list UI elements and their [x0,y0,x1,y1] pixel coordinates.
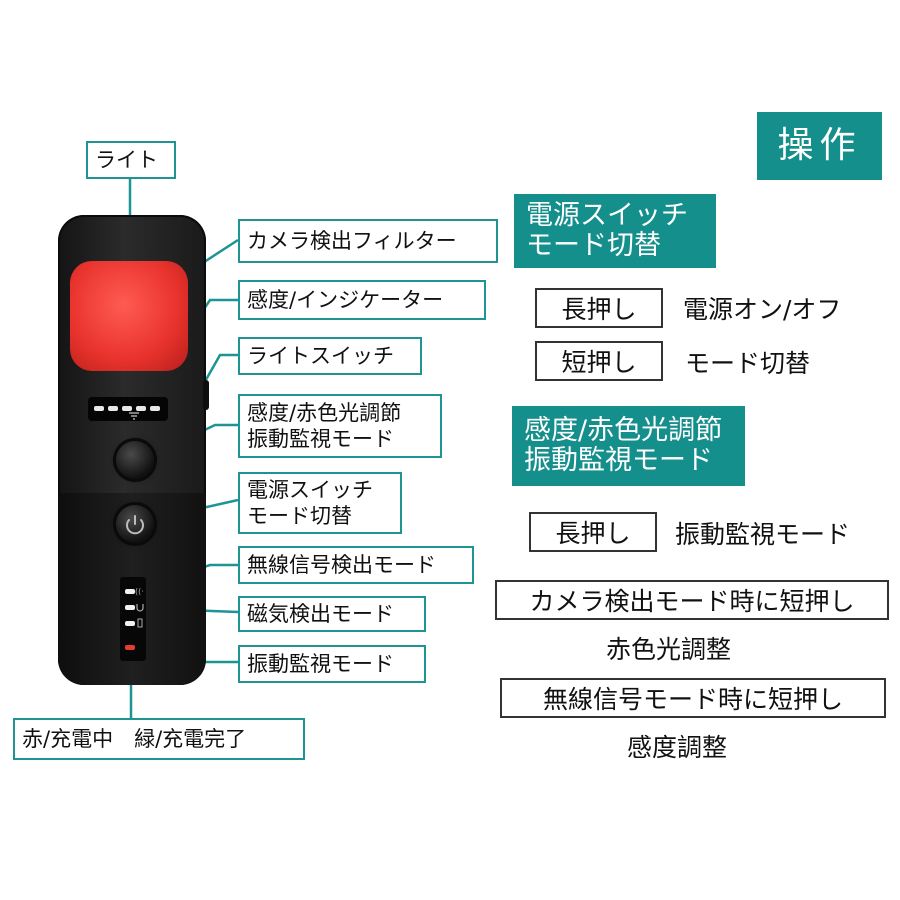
callout-light: ライト [86,141,176,179]
indicator-dot [94,406,104,411]
vibrate-led [125,621,135,626]
callout-vibrate: 振動監視モード [238,645,426,683]
callout-magnet: 磁気検出モード [238,596,426,632]
indicator-dot [122,406,132,411]
wireless-led [125,589,135,594]
magnet-icon [136,604,144,612]
callout-power: 電源スイッチモード切替 [238,472,402,534]
short-press-desc: モード切替 [685,349,811,378]
sensitivity-header: 感度/赤色光調節振動監視モード [512,406,745,486]
page-title: 操作 [757,112,882,180]
wireless-mode-desc: 感度調整 [627,733,728,762]
callout-sensitivity: 感度/赤色光調節振動監視モード [238,394,442,458]
callout-light-switch: ライトスイッチ [238,337,422,375]
svg-text:((·: ((· [135,587,144,596]
mode-led-column: ((· [120,577,146,661]
callout-wireless: 無線信号検出モード [238,546,474,584]
long-press-badge-2: 長押し [529,512,657,552]
long-press-desc: 電源オン/オフ [683,295,842,324]
light-switch[interactable] [203,380,209,410]
power-button[interactable] [116,505,154,543]
sensitivity-knob[interactable] [116,441,154,479]
magnet-led [125,605,135,610]
wireless-mode-short-press: 無線信号モード時に短押し [500,678,886,718]
callout-filter: カメラ検出フィルター [238,219,498,263]
vibrate-icon [137,618,143,628]
indicator-dot [108,406,118,411]
wireless-icon: ((· [135,587,144,596]
camera-mode-short-press: カメラ検出モード時に短押し [495,580,889,620]
power-header: 電源スイッチモード切替 [514,194,716,268]
long-press-desc-2: 振動監視モード [675,520,851,549]
callout-indicator: 感度/インジケーター [238,280,486,320]
indicator-dot [136,406,146,411]
short-press-badge: 短押し [535,341,663,381]
charge-led [125,645,135,650]
indicator-dot [150,406,160,411]
indicator-bar [88,397,168,421]
power-icon [126,515,144,535]
detector-device: ((· [58,215,209,685]
camera-mode-desc: 赤色光調整 [606,635,732,664]
long-press-badge: 長押し [535,288,663,328]
light-icon [129,412,139,420]
callout-charge: 赤/充電中 緑/充電完了 [13,718,305,760]
camera-filter-lens [70,261,188,371]
line-light-switch [201,353,238,386]
